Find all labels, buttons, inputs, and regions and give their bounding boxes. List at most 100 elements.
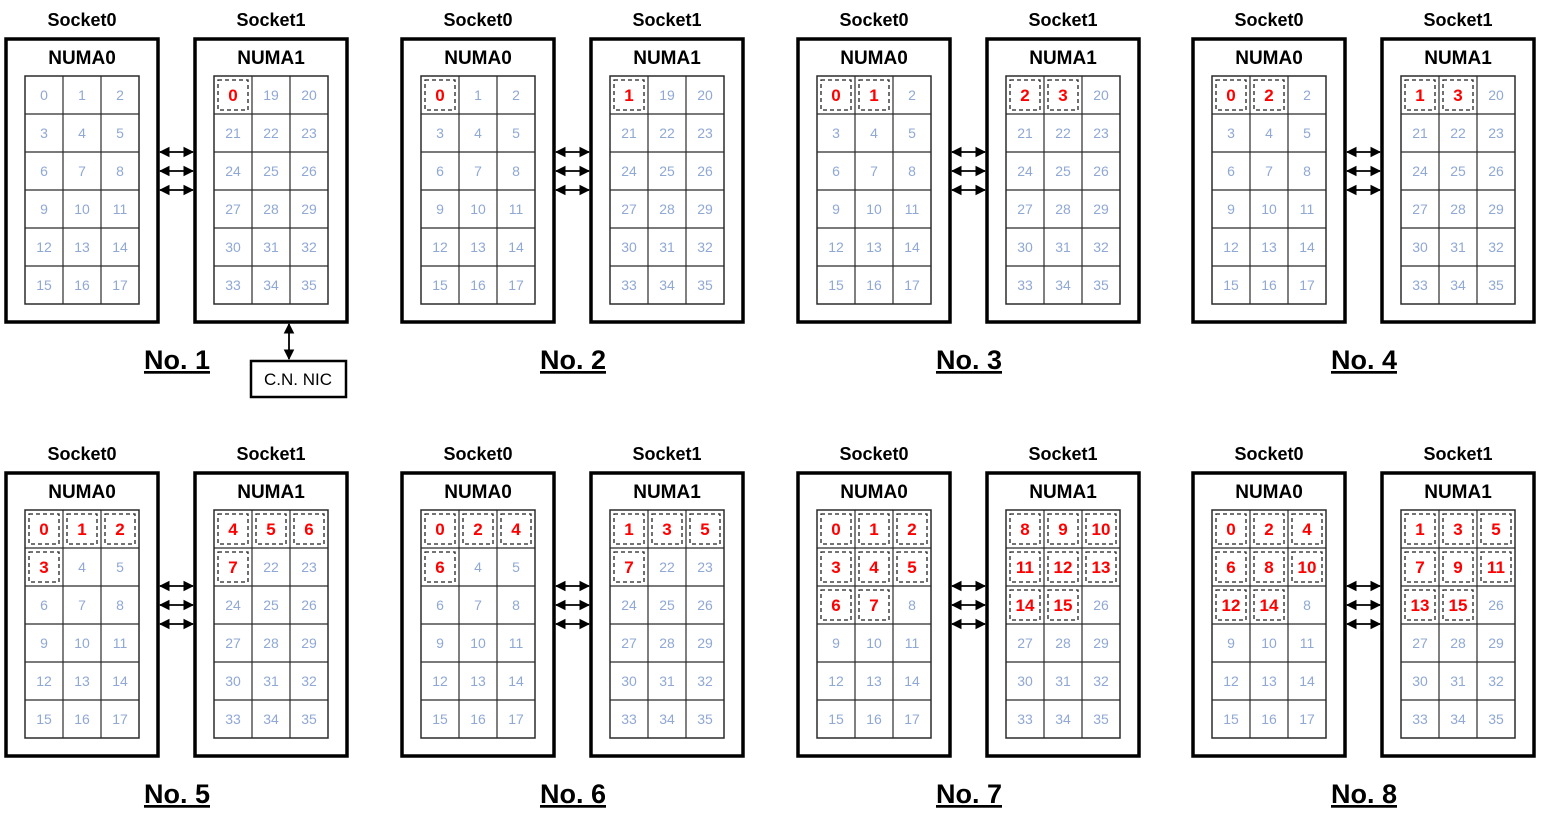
assigned-process-number: 10	[1092, 520, 1111, 539]
core-number: 27	[621, 635, 637, 651]
core-number: 7	[78, 163, 86, 179]
socket-frame	[400, 471, 556, 758]
assigned-process-number: 5	[1491, 520, 1500, 539]
assigned-core-box	[858, 513, 890, 545]
core-number: 32	[301, 673, 317, 689]
core-number: 9	[40, 201, 48, 217]
core-number: 35	[1093, 277, 1109, 293]
core-number: 33	[1017, 277, 1033, 293]
core-number: 10	[866, 635, 882, 651]
assigned-process-number: 1	[624, 86, 633, 105]
core-number: 17	[1299, 711, 1315, 727]
core-number: 30	[225, 239, 241, 255]
core-number: 10	[470, 635, 486, 651]
core-number: 9	[436, 201, 444, 217]
assigned-core-box	[896, 551, 928, 583]
core-number: 35	[1488, 711, 1504, 727]
core-number: 30	[1017, 239, 1033, 255]
socket-label: Socket1	[1028, 444, 1097, 464]
core-number: 25	[659, 597, 675, 613]
core-number: 8	[116, 163, 124, 179]
core-number: 3	[40, 125, 48, 141]
core-number: 33	[621, 277, 637, 293]
assigned-core-box	[1442, 513, 1474, 545]
assigned-process-number: 9	[1058, 520, 1067, 539]
core-number: 26	[697, 163, 713, 179]
assigned-core-box	[1291, 551, 1323, 583]
core-number: 26	[1488, 597, 1504, 613]
numa-label: NUMA0	[444, 482, 512, 503]
core-number: 17	[508, 711, 524, 727]
core-number: 4	[474, 559, 482, 575]
assigned-process-number: 8	[1264, 558, 1273, 577]
core-number: 13	[866, 239, 882, 255]
core-number: 35	[1488, 277, 1504, 293]
core-number: 32	[697, 239, 713, 255]
core-number: 35	[301, 277, 317, 293]
socket-frame	[193, 471, 349, 758]
assigned-process-number: 13	[1411, 596, 1430, 615]
assigned-process-number: 4	[511, 520, 521, 539]
core-number: 8	[512, 597, 520, 613]
numa-label: NUMA1	[237, 482, 305, 503]
core-number: 2	[116, 87, 124, 103]
assigned-core-box	[858, 589, 890, 621]
core-number: 27	[621, 201, 637, 217]
core-number: 11	[113, 201, 128, 217]
socket-frame	[796, 471, 952, 758]
assigned-core-box	[217, 551, 249, 583]
assigned-process-number: 8	[1020, 520, 1029, 539]
core-number: 35	[1093, 711, 1109, 727]
assigned-core-box	[1253, 551, 1285, 583]
assigned-process-number: 4	[869, 558, 879, 577]
core-number: 17	[904, 277, 920, 293]
core-number: 17	[508, 277, 524, 293]
numa-label: NUMA1	[633, 48, 701, 69]
socket-label: Socket1	[236, 444, 305, 464]
assigned-core-box	[217, 513, 249, 545]
core-number: 8	[1303, 163, 1311, 179]
core-number: 23	[1488, 125, 1504, 141]
core-number: 12	[36, 673, 52, 689]
core-number: 27	[1017, 635, 1033, 651]
core-number: 12	[432, 673, 448, 689]
core-number: 19	[263, 87, 279, 103]
core-number: 26	[301, 597, 317, 613]
core-number: 30	[1017, 673, 1033, 689]
core-number: 29	[1093, 635, 1109, 651]
core-number: 13	[1261, 673, 1277, 689]
assigned-process-number: 14	[1016, 596, 1035, 615]
core-number: 32	[1093, 673, 1109, 689]
assigned-process-number: 6	[435, 558, 444, 577]
assigned-process-number: 4	[1302, 520, 1312, 539]
core-number: 27	[1412, 201, 1428, 217]
core-number: 9	[832, 201, 840, 217]
assigned-process-number: 2	[115, 520, 124, 539]
core-number: 26	[697, 597, 713, 613]
core-number: 26	[1093, 163, 1109, 179]
core-number: 14	[112, 239, 128, 255]
core-number: 27	[1017, 201, 1033, 217]
assigned-process-number: 0	[831, 86, 840, 105]
core-number: 8	[908, 597, 916, 613]
core-number: 6	[1227, 163, 1235, 179]
core-number: 30	[621, 239, 637, 255]
core-number: 11	[1300, 201, 1315, 217]
core-number: 6	[40, 163, 48, 179]
assigned-core-box	[500, 513, 532, 545]
core-number: 24	[1412, 163, 1428, 179]
core-number: 28	[1450, 201, 1466, 217]
core-number: 29	[301, 201, 317, 217]
core-number: 22	[659, 559, 675, 575]
core-number: 31	[1450, 239, 1466, 255]
core-number: 29	[697, 635, 713, 651]
assigned-core-box	[1047, 513, 1079, 545]
core-number: 4	[870, 125, 878, 141]
socket-label: Socket1	[1028, 10, 1097, 30]
core-number: 4	[78, 125, 86, 141]
